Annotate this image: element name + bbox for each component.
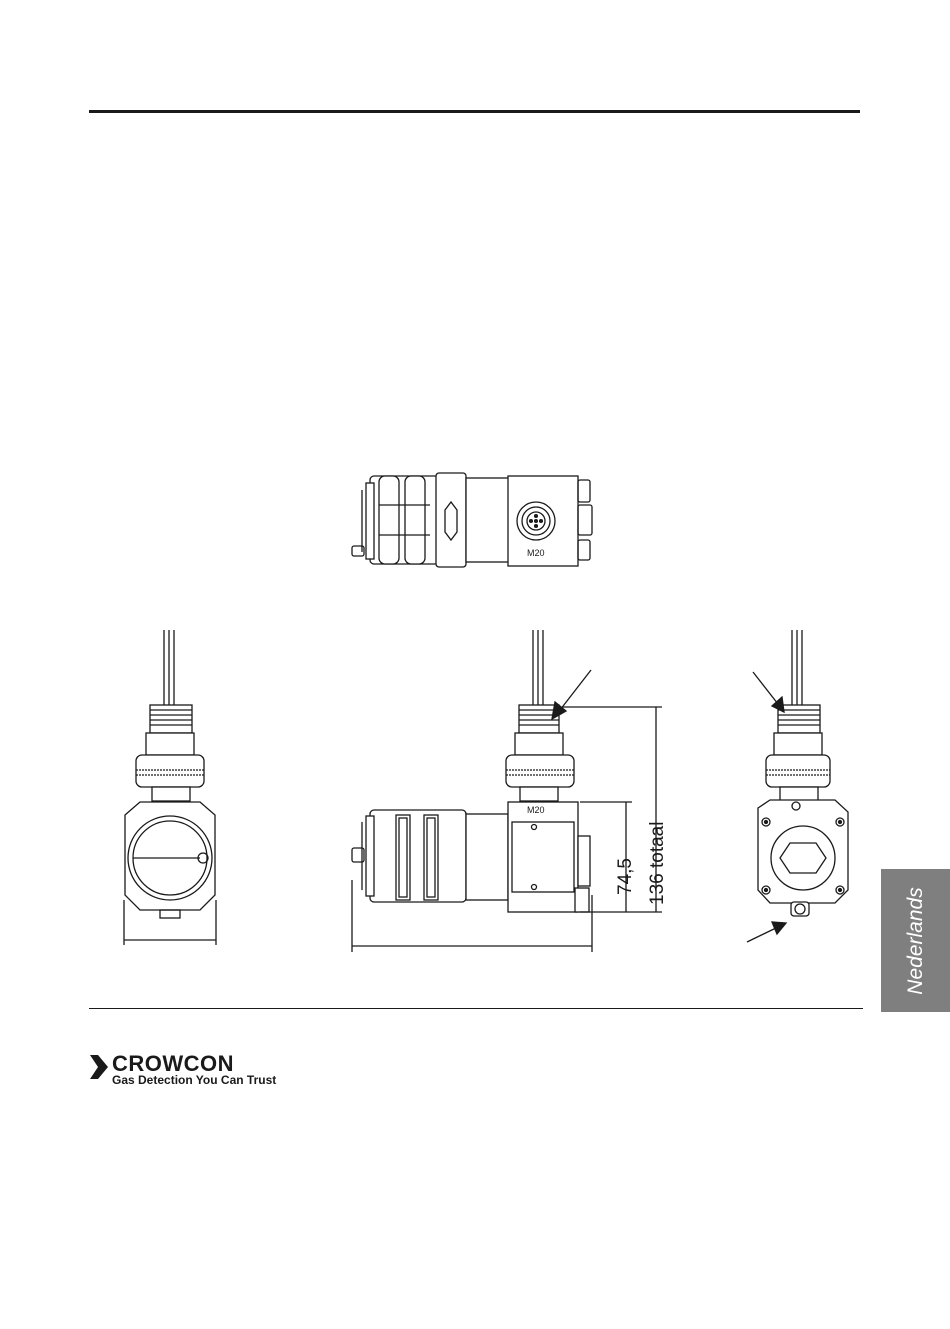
crowcon-chevron-icon [90,1051,110,1083]
bottom-rule [89,1008,863,1009]
top-view-drawing: M20 [352,473,592,567]
crowcon-logo: CROWCON Gas Detection You Can Trust [90,1051,290,1091]
left-view-drawing [124,630,216,945]
right-view-drawing [747,630,848,942]
dimension-136-total: 136 totaal [647,822,668,905]
language-tab-label: Nederlands [904,887,928,994]
brand-tagline: Gas Detection You Can Trust [112,1073,276,1087]
front-view-drawing: M20 74,5 136 totaal [352,630,668,952]
top-view-port-label: M20 [527,548,545,558]
dimension-74-5: 74,5 [615,858,636,895]
front-view-port-label: M20 [527,805,545,815]
language-tab: Nederlands [881,869,950,1012]
